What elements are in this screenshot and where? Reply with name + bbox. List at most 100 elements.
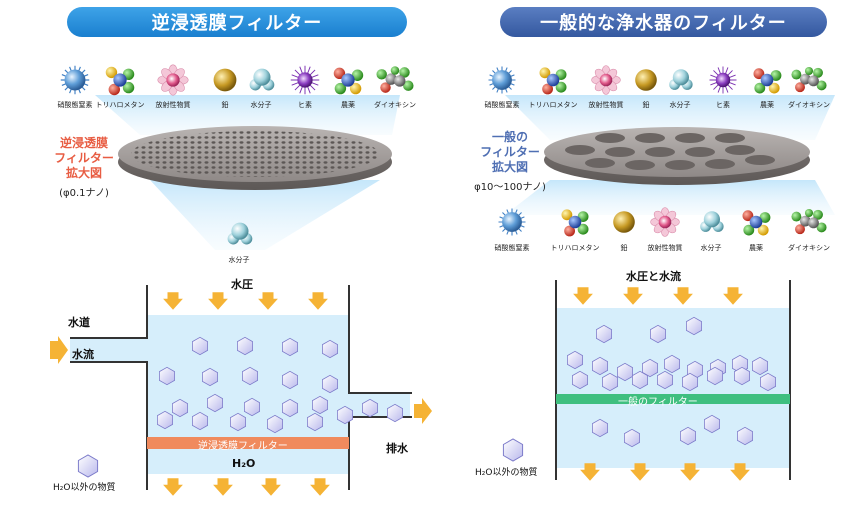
ro-contaminant-hex <box>192 411 208 431</box>
general-disc-pore <box>635 133 665 143</box>
general-bottom-dioxin-icon <box>790 208 828 236</box>
general-pressure-arrow <box>673 287 693 305</box>
ro-pore-size: (φ0.1ナノ) <box>59 188 109 199</box>
general-bottom-label-6: ダイオキシン <box>788 244 830 252</box>
general-contaminant-hex <box>617 362 633 382</box>
ro-contaminant-hex <box>282 337 298 357</box>
ro-contaminant-hex <box>307 412 323 432</box>
general-zoom-label: 一般の フィルター 拡大図 <box>470 130 550 175</box>
general-bottom-label-4: 水分子 <box>700 244 722 252</box>
general-disc-pore <box>685 147 715 157</box>
general-top-label-3: 鉛 <box>642 101 650 109</box>
general-disc-pore <box>715 133 745 143</box>
general-disc-pore <box>665 160 695 170</box>
ro-contaminant-hex <box>312 395 328 415</box>
general-legend-hex-icon <box>502 438 524 462</box>
general-legend-label: H₂O以外の物質 <box>475 468 538 478</box>
general-disc-pore <box>605 147 635 157</box>
ro-top-radioactive-substance-icon <box>157 64 189 96</box>
general-bottom-label-5: 農薬 <box>749 244 763 252</box>
ro-output-water <box>147 448 349 474</box>
ro-zoom-label-line3: 拡大図 <box>65 166 102 180</box>
ro-top-label-5: ヒ素 <box>298 101 312 109</box>
general-disc-pore <box>725 145 755 155</box>
general-light-cone-top <box>505 95 835 140</box>
ro-legend-label: H₂O以外の物質 <box>53 483 116 493</box>
general-contaminant-hex <box>707 366 723 386</box>
general-bottom-lead-icon <box>613 211 635 233</box>
general-contaminant-hex <box>624 428 640 448</box>
ro-top-trihalomethane-icon <box>104 65 136 97</box>
general-top-label-7: ダイオキシン <box>788 101 830 109</box>
general-bottom-label-3: 放射性物質 <box>647 244 683 252</box>
ro-zoom-label-line1: 逆浸透膜 <box>59 136 108 150</box>
general-pressure-arrow <box>573 287 593 305</box>
general-bottom-label-1: トリハロメタン <box>550 244 600 252</box>
ro-top-nitrate-nitrogen-icon <box>60 65 90 95</box>
general-pressure-arrow <box>723 287 743 305</box>
ro-top-water-molecule-icon <box>249 68 275 91</box>
general-light-cone-bottom <box>505 180 835 215</box>
ro-top-label-7: ダイオキシン <box>374 101 416 109</box>
ro-contaminant-hex <box>207 393 223 413</box>
general-top-label-5: ヒ素 <box>716 101 730 109</box>
general-disc-pore <box>595 133 625 143</box>
general-contaminant-hex <box>602 372 618 392</box>
ro-top-label-2: 放射性物質 <box>155 101 191 109</box>
general-contaminant-hex <box>596 324 612 344</box>
ro-pressure-arrow <box>258 292 278 310</box>
general-bottom-radioactive-substance-icon <box>650 207 680 237</box>
general-zoom-label-line1: 一般の <box>491 130 528 144</box>
ro-pressure-arrow <box>208 292 228 310</box>
general-contaminant-hex <box>686 316 702 336</box>
general-contaminant-hex <box>680 426 696 446</box>
general-top-arsenic-icon <box>709 66 737 94</box>
ro-zoom-label: 逆浸透膜 フィルター 拡大図 <box>44 136 124 181</box>
ro-filter-title: 逆浸透膜フィルター <box>67 7 407 37</box>
ro-pressure-arrow <box>163 292 183 310</box>
general-contaminant-hex <box>572 370 588 390</box>
ro-inlet-wall-top <box>70 285 148 339</box>
ro-contaminant-hex <box>322 374 338 394</box>
general-disc-pore <box>565 145 595 155</box>
general-contaminant-hex <box>682 372 698 392</box>
ro-top-label-3: 鉛 <box>221 101 229 109</box>
ro-tap-water-label: 水道 <box>68 316 90 329</box>
ro-contaminant-hex <box>230 412 246 432</box>
ro-contaminant-hex <box>242 366 258 386</box>
general-water-pressure-flow-label: 水圧と水流 <box>626 270 681 283</box>
general-disc-pore <box>625 160 655 170</box>
ro-top-pesticide-icon <box>332 66 365 96</box>
general-top-radioactive-substance-icon <box>591 65 621 95</box>
ro-contaminant-hex <box>172 398 188 418</box>
general-disc-pore <box>705 159 735 169</box>
ro-output-arrow <box>163 478 183 496</box>
ro-contaminant-hex <box>237 336 253 356</box>
general-top-pesticide-icon <box>752 67 783 95</box>
general-contaminant-hex <box>734 366 750 386</box>
ro-top-dioxin-icon <box>375 65 415 94</box>
ro-drain-arrow <box>414 398 432 424</box>
ro-contaminant-hex <box>322 339 338 359</box>
general-disc-pore <box>745 155 775 165</box>
general-pressure-arrow <box>623 287 643 305</box>
general-bottom-label-2: 鉛 <box>620 244 628 252</box>
general-top-label-4: 水分子 <box>669 101 691 109</box>
general-contaminant-hex <box>760 372 776 392</box>
ro-top-label-1: トリハロメタン <box>95 101 145 109</box>
general-contaminant-hex <box>704 414 720 434</box>
passed-water-molecule-label: 水分子 <box>228 256 250 264</box>
general-bottom-nitrate-nitrogen-icon <box>497 207 527 237</box>
general-contaminant-hex <box>592 418 608 438</box>
general-top-label-2: 放射性物質 <box>588 101 624 109</box>
ro-contaminant-hex <box>202 367 218 387</box>
general-top-lead-icon <box>635 69 657 91</box>
ro-legend-hex-icon <box>77 454 99 478</box>
ro-inlet-water <box>70 338 150 362</box>
ro-output-arrow <box>213 478 233 496</box>
ro-contaminant-hex <box>244 397 260 417</box>
ro-contaminant-hex <box>159 366 175 386</box>
general-contaminant-hex <box>752 356 768 376</box>
